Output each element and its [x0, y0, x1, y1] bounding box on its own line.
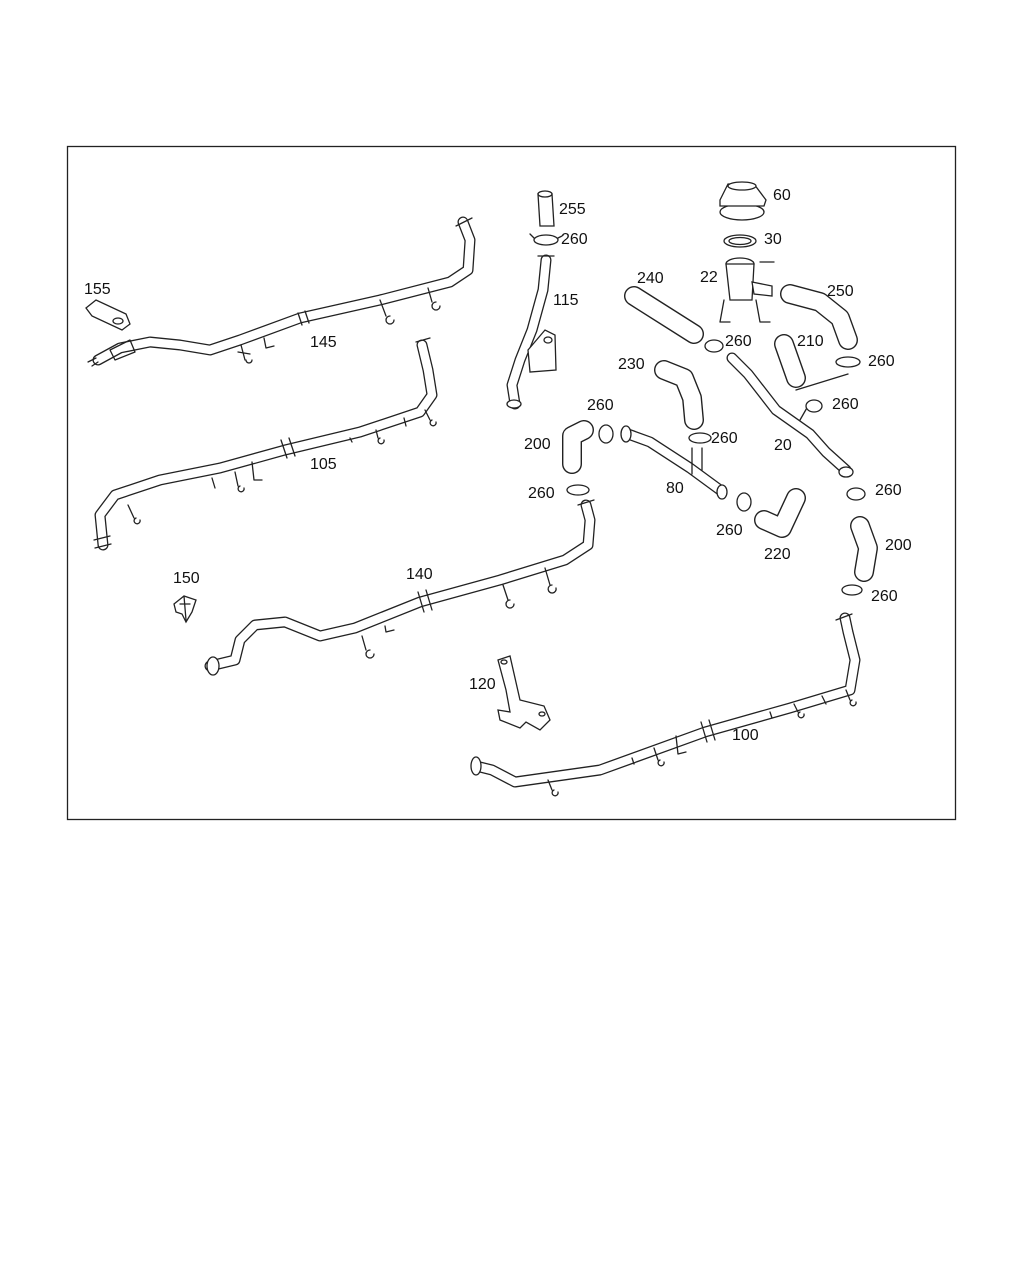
- part-260-clamp-250: [835, 356, 861, 368]
- label-100: 100: [732, 727, 759, 744]
- part-240-hose: [624, 286, 704, 344]
- label-260-240: 260: [725, 333, 752, 350]
- part-115-pipe: [506, 254, 557, 410]
- label-80: 80: [666, 480, 684, 497]
- part-155-plate: [85, 299, 131, 331]
- part-30-ring: [723, 234, 757, 248]
- part-260-clamp-240: [704, 339, 724, 353]
- label-210: 210: [797, 333, 824, 350]
- label-260-250: 260: [868, 353, 895, 370]
- label-260-right2: 260: [871, 588, 898, 605]
- part-260-clamp-top: [529, 233, 563, 246]
- part-200-hose-right: [850, 516, 878, 582]
- label-120: 120: [469, 676, 496, 693]
- label-30: 30: [764, 231, 782, 248]
- part-260-clamp-80bot: [736, 492, 752, 512]
- part-260-clamp-200b: [566, 484, 590, 496]
- label-140: 140: [406, 566, 433, 583]
- label-260-80bot: 260: [716, 522, 743, 539]
- label-230: 230: [618, 356, 645, 373]
- label-260-top: 260: [561, 231, 588, 248]
- label-20: 20: [774, 437, 792, 454]
- part-100-pipe: [470, 612, 861, 797]
- label-260-200a: 260: [587, 397, 614, 414]
- part-60-cap: [719, 181, 767, 221]
- label-260-80top: 260: [711, 430, 738, 447]
- part-200-hose-left: [562, 420, 594, 474]
- label-155: 155: [84, 281, 111, 298]
- label-150: 150: [173, 570, 200, 587]
- part-20-pipe: [726, 352, 854, 478]
- label-260-200b: 260: [528, 485, 555, 502]
- part-250-hose: [780, 284, 858, 350]
- label-60: 60: [773, 187, 791, 204]
- label-260-right1: 260: [875, 482, 902, 499]
- label-145: 145: [310, 334, 337, 351]
- part-220-hose: [754, 488, 806, 538]
- part-260-clamp-right1: [846, 487, 866, 501]
- label-200-right: 200: [885, 537, 912, 554]
- part-80-pipe: [620, 425, 728, 500]
- label-240: 240: [637, 270, 664, 287]
- part-140-pipe: [204, 499, 596, 676]
- label-115: 115: [553, 292, 579, 309]
- part-120-bracket: [497, 655, 551, 731]
- label-255: 255: [559, 201, 586, 218]
- label-22: 22: [700, 269, 718, 286]
- part-260-clamp-80top: [688, 432, 712, 444]
- label-220: 220: [764, 546, 791, 563]
- part-260-clamp-right2: [841, 584, 863, 596]
- label-250: 250: [827, 283, 854, 300]
- part-230-hose: [654, 360, 704, 430]
- part-145-pipe: [87, 216, 476, 367]
- part-105-pipe: [93, 337, 438, 551]
- part-22-tank: [719, 257, 775, 323]
- part-210-hose: [774, 334, 806, 388]
- label-260-20: 260: [832, 396, 859, 413]
- part-255-hose: [537, 190, 555, 227]
- part-150-clip: [173, 595, 197, 624]
- label-105: 105: [310, 456, 337, 473]
- diagram-frame: [66, 145, 957, 821]
- label-200-left: 200: [524, 436, 551, 453]
- part-260-clamp-200a: [598, 424, 614, 444]
